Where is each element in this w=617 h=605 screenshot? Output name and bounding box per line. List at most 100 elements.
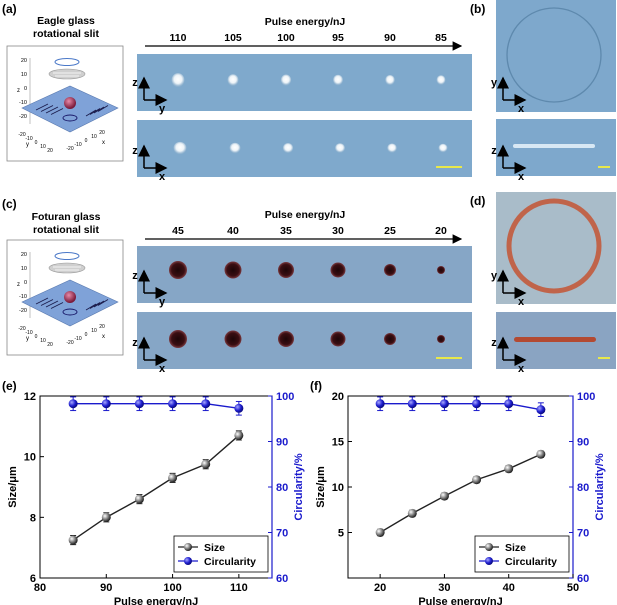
y-tick-label: 20 xyxy=(332,391,344,403)
x-axis-label: Pulse energy/nJ xyxy=(114,596,198,605)
y-tick-label: 12 xyxy=(24,391,36,403)
eagle-dot xyxy=(280,74,292,86)
energy-label: 25 xyxy=(384,225,396,237)
panel-e-label: (e) xyxy=(2,379,17,393)
energy-label: 35 xyxy=(280,225,292,237)
y-tick-label: 10 xyxy=(332,482,344,494)
panel-a-row2-axes: zx xyxy=(132,144,168,183)
data-point xyxy=(201,399,211,409)
data-point xyxy=(201,459,211,469)
inset-y-letter: y xyxy=(26,336,29,342)
inset-x-letter: x xyxy=(102,140,105,146)
foturan-dot xyxy=(278,262,294,278)
legend-marker xyxy=(184,557,192,565)
foturan-dot xyxy=(169,261,187,279)
x-axis-label: Pulse energy/nJ xyxy=(418,596,502,605)
eagle-dot xyxy=(436,75,446,85)
x-tick-label: 110 xyxy=(230,582,248,594)
inset-z-tick: 0 xyxy=(24,86,27,92)
panel-b: (b) yx zx xyxy=(470,0,616,183)
inset-x-tick: 10 xyxy=(91,134,97,140)
panel-f-label: (f) xyxy=(310,379,322,393)
legend-label: Circularity xyxy=(204,556,256,568)
axis-letter-horizontal: y xyxy=(159,103,166,115)
legend-label: Circularity xyxy=(505,556,557,568)
foturan-dot xyxy=(224,330,242,348)
inset-z-tick: 10 xyxy=(21,266,27,272)
eagle-dot xyxy=(227,74,239,86)
eagle-dot xyxy=(229,142,241,154)
foturan-slit xyxy=(514,337,596,342)
panel-c-row1-axes: zy xyxy=(132,269,168,308)
panel-d-bottom-axes: zx xyxy=(491,336,527,375)
data-point xyxy=(439,399,449,409)
inset-slit-line xyxy=(85,303,97,311)
data-point xyxy=(68,535,78,545)
data-point xyxy=(134,494,144,504)
x-tick-label: 30 xyxy=(438,582,450,594)
inset-slit-line xyxy=(45,300,59,308)
inset-y-tick: 10 xyxy=(40,144,46,150)
eagle-row-zx xyxy=(137,120,472,177)
y-tick-label: 5 xyxy=(338,528,344,540)
inset-sphere xyxy=(64,291,76,303)
inset-y-tick: -20 xyxy=(18,132,25,138)
inset-z-tick: -10 xyxy=(19,294,27,300)
axis-letter-horizontal: y xyxy=(159,296,166,308)
foturan-ring-image xyxy=(496,192,616,304)
eagle-dots xyxy=(171,73,448,155)
y2-tick-label: 80 xyxy=(577,482,589,494)
inset-slit-line xyxy=(40,299,54,306)
panel-b-label: (b) xyxy=(470,2,485,16)
eagle-dot xyxy=(171,73,185,87)
energy-label: 40 xyxy=(227,225,239,237)
inset-slit-line xyxy=(50,302,64,309)
axis-letter-vertical: z xyxy=(132,77,138,89)
foturan-ring xyxy=(506,198,602,294)
foturan-row-zy xyxy=(137,246,472,303)
inset-y-tick: -10 xyxy=(25,136,32,142)
y2-tick-label: 90 xyxy=(577,437,589,449)
inset-slit-line xyxy=(97,299,109,306)
panel-d-top-axes: yx xyxy=(491,269,527,308)
y2-tick-label: 60 xyxy=(577,573,589,585)
axis-letter-vertical: y xyxy=(491,270,498,282)
inset-rotation-arrow xyxy=(54,252,80,260)
energy-label: 100 xyxy=(277,32,295,44)
inset-x-tick: 10 xyxy=(91,328,97,334)
series-line xyxy=(380,403,541,411)
data-point xyxy=(439,491,449,501)
inset-y-tick: 20 xyxy=(47,342,53,348)
inset-x-tick: 0 xyxy=(85,138,88,144)
y2-tick-label: 70 xyxy=(577,528,589,540)
panel-a-energy-title: Pulse energy/nJ xyxy=(265,16,346,28)
inset-z-tick: 20 xyxy=(21,58,27,64)
inset-z-tick: 10 xyxy=(21,72,27,78)
inset-sphere xyxy=(64,97,76,109)
y2-axis-label: Circularity/% xyxy=(594,453,606,520)
axis-letter-horizontal: x xyxy=(159,171,166,183)
data-point xyxy=(101,399,111,409)
inset-slit-line xyxy=(45,106,59,114)
y-tick-label: 10 xyxy=(24,452,36,464)
inset-z-tick: -20 xyxy=(19,308,27,314)
axis-letter-horizontal: x xyxy=(518,103,525,115)
foturan-dot xyxy=(437,335,445,343)
x-tick-label: 20 xyxy=(374,582,386,594)
data-point xyxy=(168,473,178,483)
energy-label: 95 xyxy=(332,32,344,44)
data-point xyxy=(234,403,244,413)
y-tick-label: 6 xyxy=(30,573,36,585)
panel-c: (c) Foturan glass rotational slit 20100-… xyxy=(2,197,472,375)
legend-marker xyxy=(485,543,493,551)
inset-x-tick: 0 xyxy=(85,332,88,338)
eagle-dot xyxy=(387,143,397,153)
x-tick-label: 100 xyxy=(163,582,181,594)
inset-z-letter: z xyxy=(17,88,20,94)
inset-y-tick: 0 xyxy=(35,334,38,340)
panel-b-top-axes: yx xyxy=(491,76,527,115)
inset-slit-line xyxy=(50,108,64,115)
eagle-dot xyxy=(333,74,343,86)
